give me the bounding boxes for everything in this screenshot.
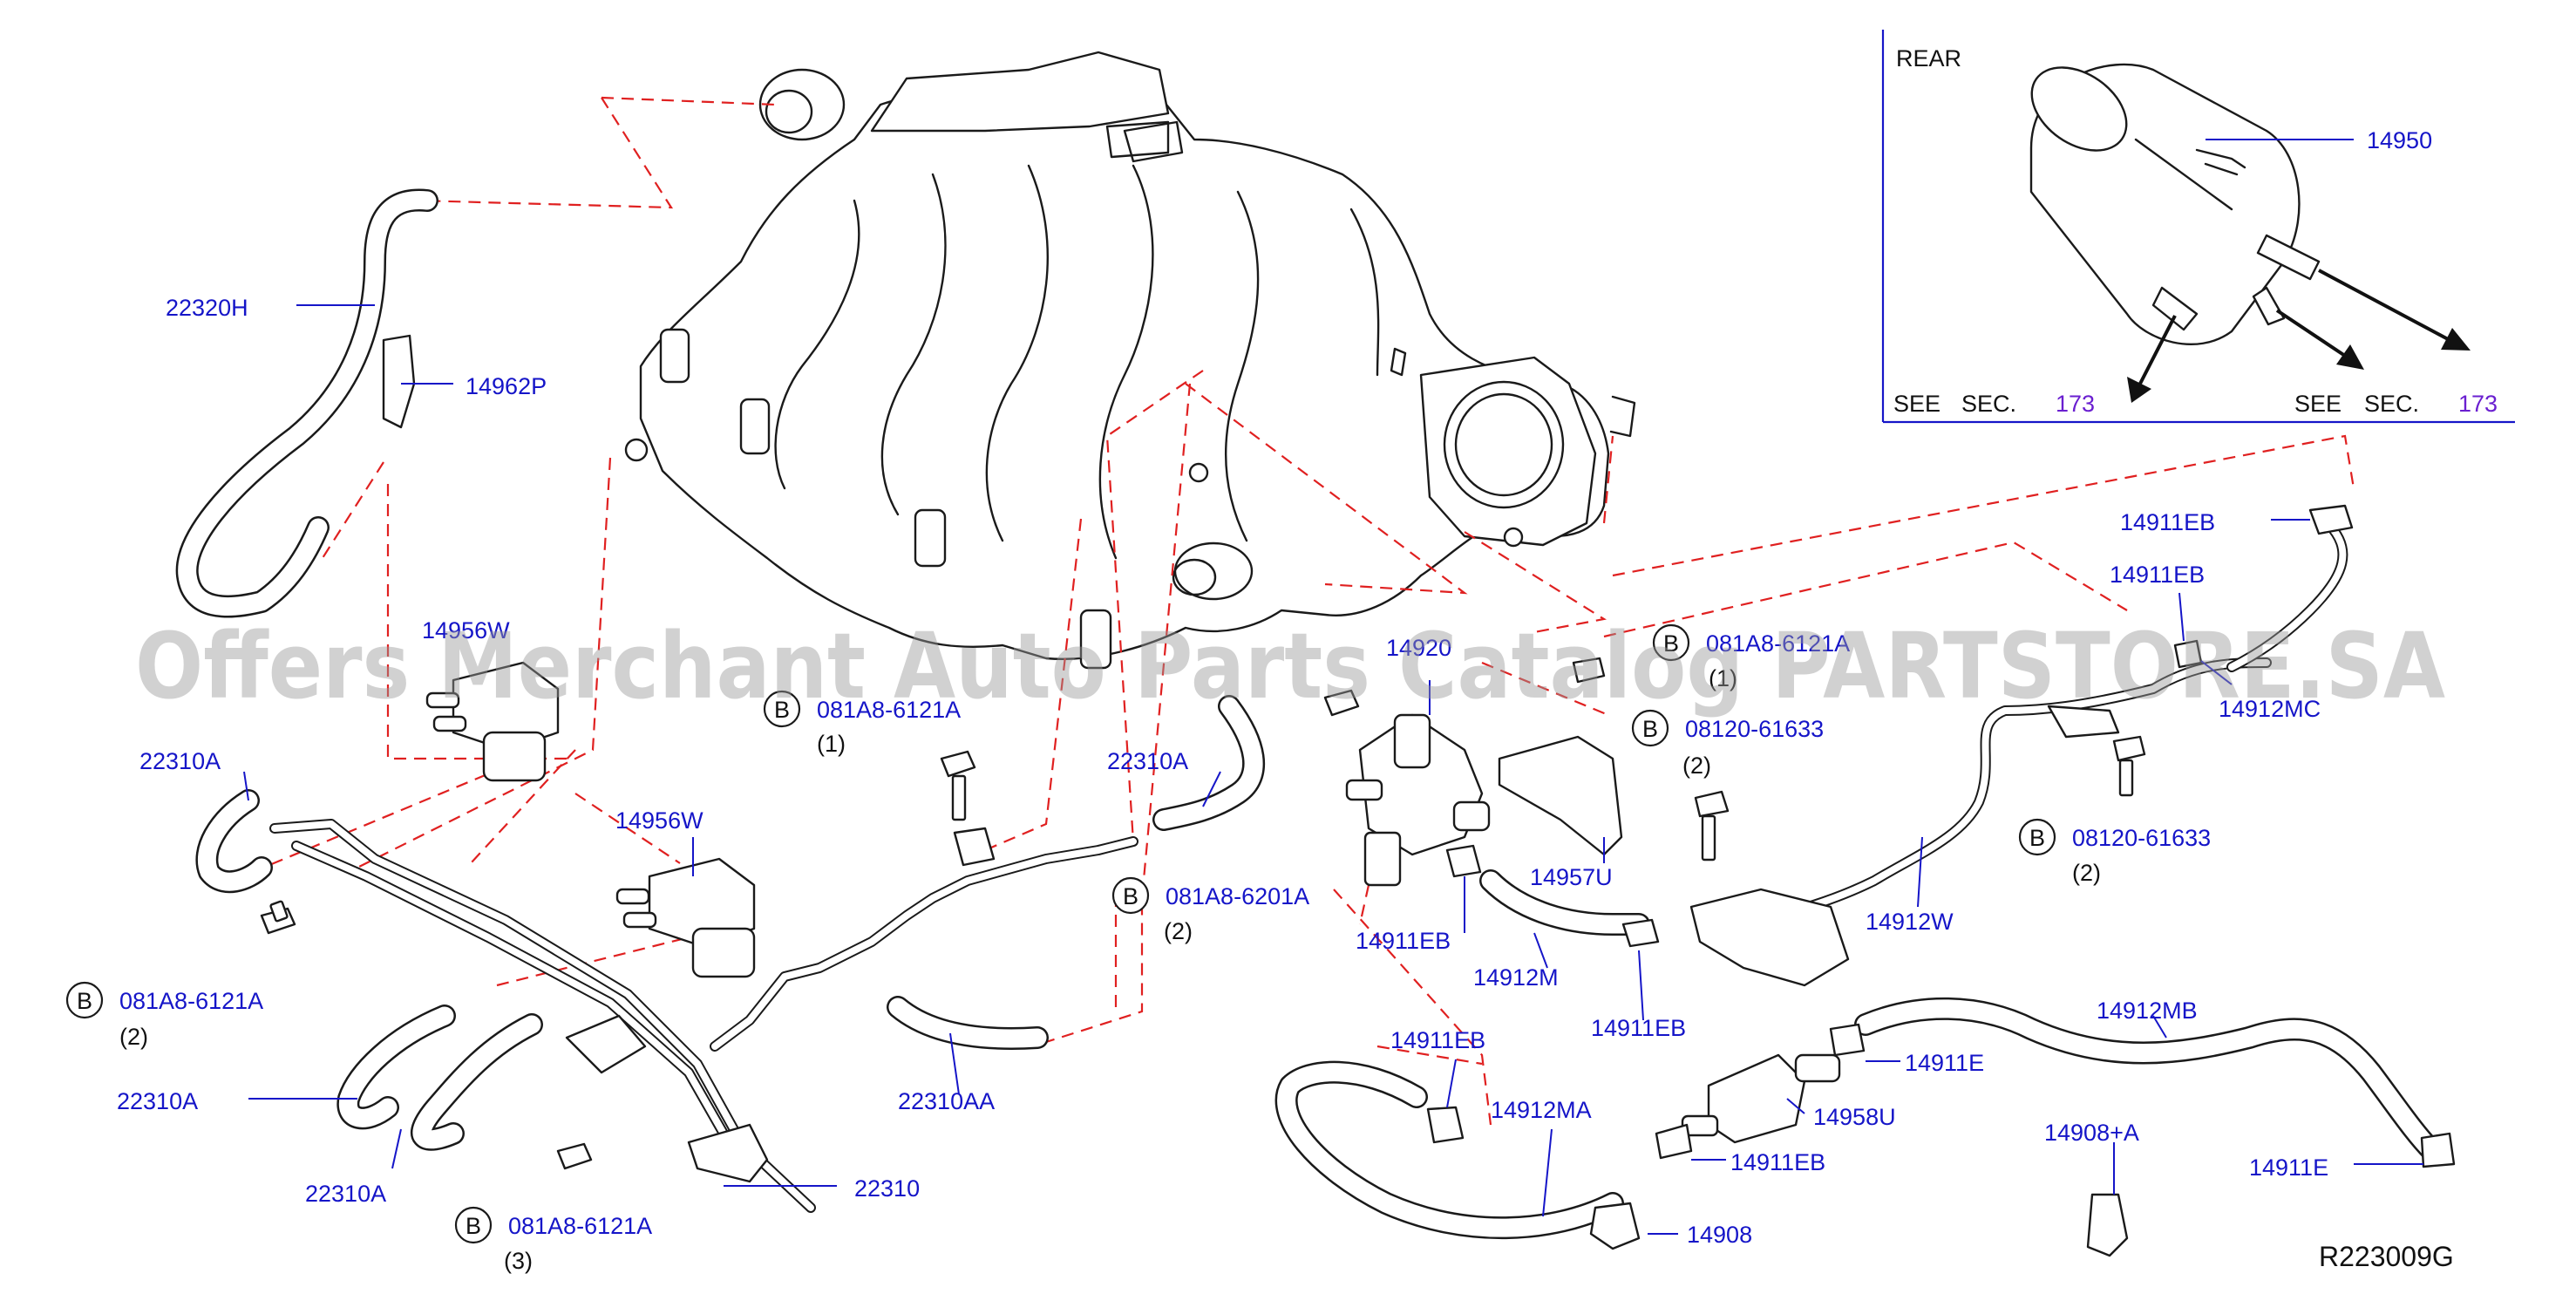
label-14912W[interactable]: 14912W [1866,909,1954,935]
label-14912MB[interactable]: 14912MB [2097,998,2198,1024]
svg-text:081A8-6201A: 081A8-6201A [1166,883,1309,909]
label-14911EB-2[interactable]: 14911EB [1591,1015,1686,1041]
inset-sec-right: SEC. [2364,391,2419,417]
label-14956W-top[interactable]: 14956W [422,617,510,644]
svg-text:(2): (2) [1682,753,1711,779]
label-14911EB-1[interactable]: 14911EB [1356,928,1451,954]
svg-text:(1): (1) [817,731,846,757]
label-14908[interactable]: 14908 [1687,1222,1752,1248]
svg-text:081A8-6121A: 081A8-6121A [119,988,263,1014]
svg-text:(2): (2) [2072,860,2101,886]
svg-text:B: B [1663,630,1679,657]
svg-text:081A8-6121A: 081A8-6121A [817,697,961,723]
callout-bolt-b7[interactable]: B 08120-61633 (2) [2018,818,2211,886]
label-22310A-3[interactable]: 22310A [305,1181,386,1207]
bolt-graphics [260,657,2146,1170]
label-14911EB-4[interactable]: 14911EB [1730,1149,1825,1175]
label-22320H[interactable]: 22320H [166,295,248,321]
hoses [175,188,2443,1240]
solenoid-14956W-upper [425,661,560,782]
label-14956W[interactable]: 14956W [615,807,703,834]
callout-bolt-b2[interactable]: B 081A8-6121A (2) [65,981,263,1050]
intake-manifold [624,51,1636,670]
label-14962P[interactable]: 14962P [466,373,547,399]
inset-see-right: SEE [2294,391,2342,417]
inset-sec-right-num[interactable]: 173 [2458,391,2498,417]
part-labels: 22320H 14962P 14956W 22310A 14956W 22310… [117,295,2328,1248]
callout-bolt-b3[interactable]: B 081A8-6121A (3) [454,1206,652,1274]
svg-text:081A8-6121A: 081A8-6121A [508,1213,652,1239]
label-14911EB-5[interactable]: 14911EB [2120,509,2215,535]
label-14912MA[interactable]: 14912MA [1491,1097,1592,1123]
svg-text:B: B [466,1213,481,1239]
label-14957U[interactable]: 14957U [1530,864,1613,890]
inset-sec-left: SEC. [1961,391,2016,417]
label-14958U[interactable]: 14958U [1813,1104,1896,1130]
label-22310[interactable]: 22310 [854,1175,920,1202]
bracket-14912W [1689,705,2120,987]
canister-14950 [2029,63,2321,345]
inset-see-left: SEE [1893,391,1940,417]
svg-text:(1): (1) [1709,665,1737,691]
inset-rear-label: REAR [1896,45,1961,72]
label-22310A-4[interactable]: 22310A [1107,748,1188,774]
label-14912M[interactable]: 14912M [1473,964,1559,991]
solenoid-14956W-lower [615,857,756,978]
label-14911EB-6[interactable]: 14911EB [2110,562,2205,588]
svg-text:(2): (2) [119,1024,148,1050]
svg-text:B: B [2029,825,2045,851]
callout-bolt-b1[interactable]: B 081A8-6121A (1) [763,690,961,757]
label-14908A[interactable]: 14908+A [2044,1120,2139,1146]
bracket-14957U [1498,735,1623,856]
label-14950[interactable]: 14950 [2367,127,2432,153]
inset-panel: REAR 14950 SEE SEC. 173 SEE SEC. 173 [1881,30,2515,424]
label-14920[interactable]: 14920 [1386,635,1451,661]
label-22310A-1[interactable]: 22310A [139,748,221,774]
callout-bolt-b4[interactable]: B 081A8-6201A (2) [1111,876,1309,944]
filter-14958U [1681,1053,1841,1144]
svg-text:08120-61633: 08120-61633 [2072,825,2211,851]
label-22310A-2[interactable]: 22310A [117,1088,198,1114]
svg-text:B: B [1642,716,1658,742]
bolt-callouts: B 081A8-6121A (1) B 081A8-6121A (2) B 08… [65,623,2211,1274]
components [260,334,2456,1257]
dashed-connectors [252,96,2355,1126]
watermark: Offers Merchant Auto Parts Catalog PARTS… [135,613,2445,719]
label-22310AA[interactable]: 22310AA [898,1088,995,1114]
label-14911E-2[interactable]: 14911E [2249,1154,2328,1181]
svg-text:08120-61633: 08120-61633 [1685,716,1824,742]
svg-text:081A8-6121A: 081A8-6121A [1706,630,1850,657]
svg-text:(2): (2) [1164,918,1193,944]
inset-sec-left-num[interactable]: 173 [2056,391,2095,417]
diagram-id: R223009G [2319,1241,2454,1272]
callout-bolt-b5[interactable]: B 081A8-6121A (1) [1652,623,1850,691]
svg-text:(3): (3) [504,1248,533,1274]
valve-14920 [1345,713,1491,887]
svg-text:B: B [774,697,790,723]
arrows [2127,269,2471,403]
label-14912MC[interactable]: 14912MC [2219,696,2321,722]
label-14911EB-3[interactable]: 14911EB [1390,1027,1485,1053]
callout-bolt-b6[interactable]: B 08120-61633 (2) [1631,709,1824,779]
label-14911E-1[interactable]: 14911E [1905,1050,1984,1076]
leader-lines [243,304,2423,1235]
svg-text:B: B [1123,883,1138,909]
svg-text:B: B [77,988,92,1014]
